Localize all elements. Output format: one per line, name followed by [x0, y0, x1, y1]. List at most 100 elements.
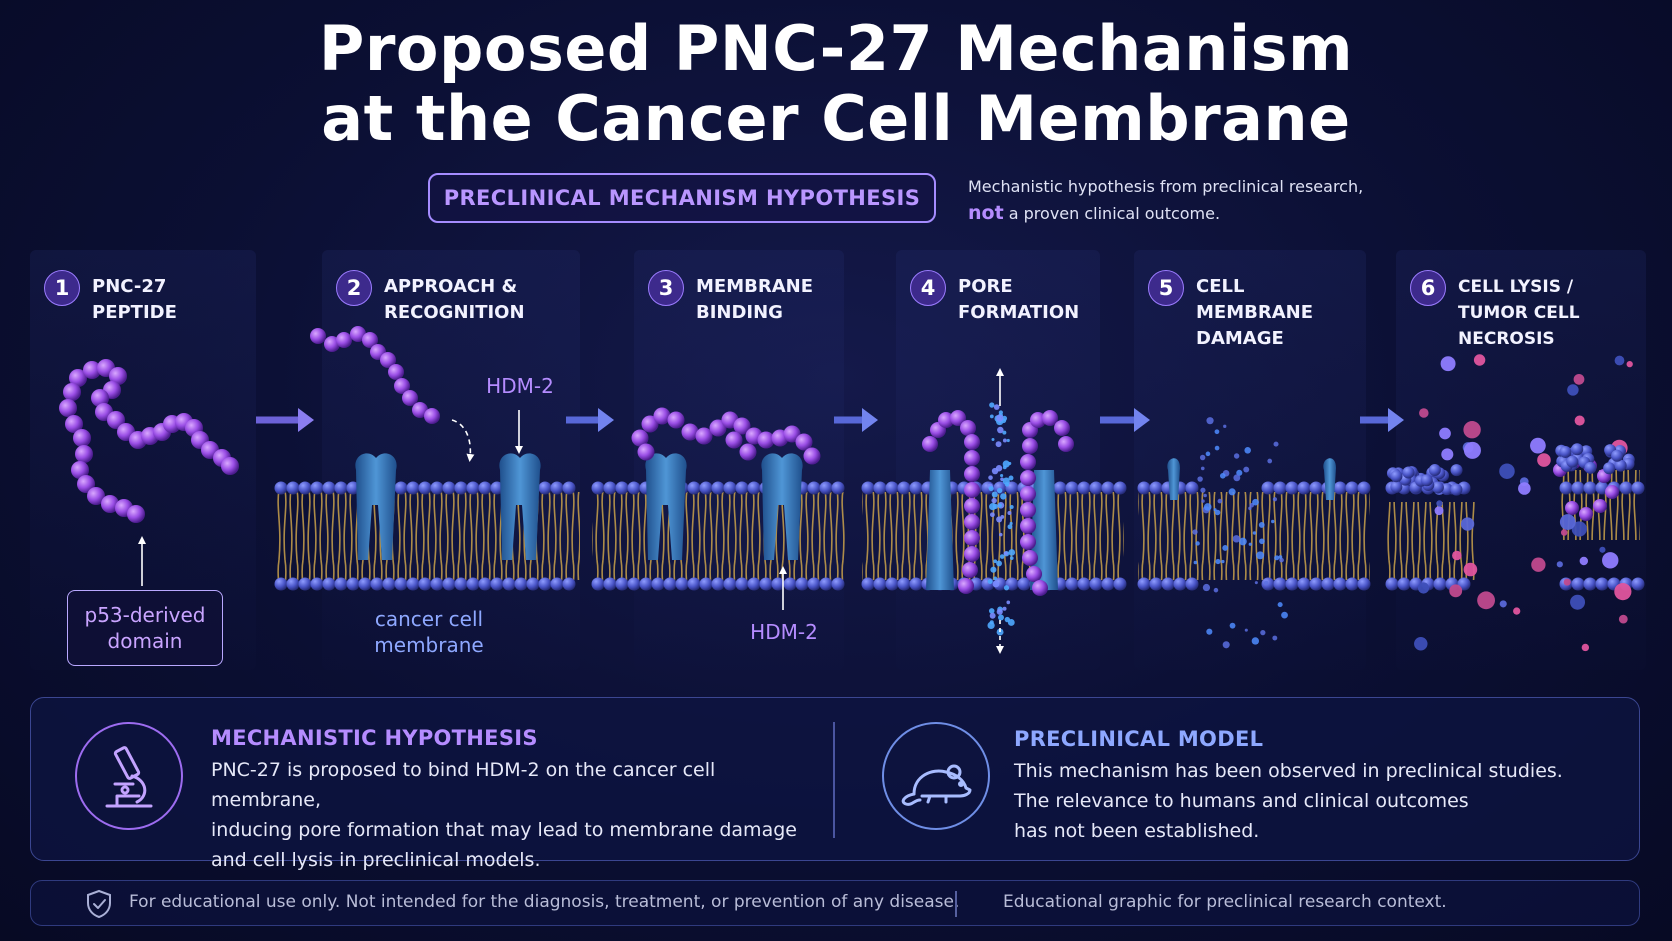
- leak-particle: [1195, 541, 1200, 546]
- lipid-head-bottom: [1345, 577, 1359, 591]
- leak-particle: [1229, 622, 1236, 629]
- peptide-bead: [73, 429, 91, 447]
- damaged-protein-a: [1167, 458, 1180, 500]
- step-arrowhead-3-4: [862, 408, 878, 432]
- lipid-head-bottom: [538, 577, 552, 591]
- lipid-head-top: [603, 481, 617, 495]
- lipid-head-bottom: [1113, 577, 1127, 591]
- lipid-head-bottom: [478, 577, 492, 591]
- pore-particle: [1009, 556, 1014, 560]
- membrane-fragment: [1614, 459, 1627, 472]
- pore-particle: [1000, 474, 1004, 478]
- membrane-fragment: [1571, 443, 1584, 456]
- peptide-bead: [964, 530, 980, 546]
- lipid-head-top: [406, 481, 420, 495]
- pore-particle: [1000, 493, 1007, 500]
- leak-particle: [1206, 417, 1214, 425]
- peptide-bead: [1020, 502, 1036, 518]
- lysis-debris: [1449, 584, 1463, 598]
- lipid-head-top: [466, 481, 480, 495]
- hdm2-bottom-label: HDM-2: [750, 620, 818, 644]
- leak-particle: [1219, 473, 1226, 479]
- leak-particle: [1223, 424, 1227, 428]
- lipid-head-top: [591, 481, 605, 495]
- leak-particle: [1256, 551, 1265, 560]
- lipid-head-bottom: [346, 577, 360, 591]
- lipid-head-top: [538, 481, 552, 495]
- lipid-head-top: [861, 481, 875, 495]
- peptide-bead: [1022, 438, 1038, 454]
- pore-particle: [996, 487, 1003, 494]
- pore-particle: [1002, 477, 1010, 485]
- lipid-head-bottom: [1161, 577, 1175, 591]
- lipid-head-bottom: [1273, 577, 1287, 591]
- leak-particle: [1221, 559, 1225, 564]
- pore-particle: [988, 475, 993, 480]
- lysis-debris: [1439, 427, 1451, 440]
- lipid-head-bottom: [334, 577, 348, 591]
- leak-particle: [1215, 558, 1221, 565]
- leak-particle: [1199, 454, 1206, 461]
- pore-particle: [991, 491, 998, 498]
- peptide-bead: [960, 420, 976, 436]
- lipid-head-top: [615, 481, 629, 495]
- preclinical-model-title: PRECLINICAL MODEL: [1014, 727, 1264, 751]
- lipid-head-bottom: [430, 577, 444, 591]
- lysis-debris: [1563, 578, 1571, 586]
- lipid-head-bottom: [819, 577, 833, 591]
- lipid-head-top: [298, 481, 312, 495]
- lipid-head-bottom: [1583, 577, 1597, 591]
- leak-particle: [1203, 493, 1207, 498]
- lipid-head-bottom: [1595, 577, 1609, 591]
- lipid-head-bottom: [1077, 577, 1091, 591]
- leak-particle: [1258, 522, 1265, 528]
- pore-particle: [992, 580, 1000, 588]
- peptide-bead: [1593, 499, 1607, 513]
- leak-particle: [1252, 531, 1257, 535]
- pore-particle: [990, 566, 997, 573]
- lipid-head-top: [550, 481, 564, 495]
- lipid-head-bottom: [562, 577, 576, 591]
- lipid-head-top: [1185, 481, 1199, 495]
- leak-particle: [1239, 537, 1247, 546]
- lysis-debris: [1452, 550, 1462, 561]
- peptide-bead: [795, 433, 813, 451]
- peptide-bead: [75, 445, 93, 463]
- hypothesis-note-rest: a proven clinical outcome.: [1003, 204, 1221, 223]
- peptide-bead: [77, 475, 95, 493]
- pore-particle: [989, 612, 996, 619]
- lysis-debris: [1463, 441, 1481, 459]
- microscope-icon: [105, 746, 153, 808]
- step-2-number: 2: [336, 270, 372, 306]
- membrane-fragment: [1431, 481, 1444, 494]
- lysis-debris: [1463, 421, 1481, 439]
- membrane-fragment: [1450, 483, 1463, 496]
- pore-particle: [993, 576, 997, 581]
- lysis-debris: [1518, 482, 1531, 495]
- lipid-head-bottom: [783, 577, 797, 591]
- leak-particle: [1259, 538, 1265, 545]
- lipid-head-bottom: [1101, 577, 1115, 591]
- membrane-fragment: [1390, 470, 1403, 483]
- microscope-icon-circle: [75, 722, 183, 830]
- mechanistic-line-1: PNC-27 is proposed to bind HDM-2 on the …: [211, 759, 716, 811]
- leak-particle: [1267, 458, 1273, 464]
- lipid-head-bottom: [1357, 577, 1371, 591]
- step-4-label: PORE FORMATION: [958, 276, 1080, 323]
- lipid-head-top: [723, 481, 737, 495]
- lipid-head-top: [699, 481, 713, 495]
- lipid-head-top: [1297, 481, 1311, 495]
- lipid-head-bottom: [370, 577, 384, 591]
- peptide-bead: [1605, 485, 1619, 499]
- lipid-head-bottom: [759, 577, 773, 591]
- peptide-bead: [733, 417, 751, 435]
- peptide-bead: [964, 514, 980, 530]
- hdm2-protein-step2b: [499, 453, 541, 560]
- pore-particle: [1007, 510, 1012, 515]
- step-4-panel: 4 PORE FORMATION: [896, 250, 1100, 670]
- peptide-bead: [1026, 566, 1042, 582]
- mouse-icon: [901, 764, 972, 806]
- lipid-head-bottom: [454, 577, 468, 591]
- peptide-bead: [631, 429, 649, 447]
